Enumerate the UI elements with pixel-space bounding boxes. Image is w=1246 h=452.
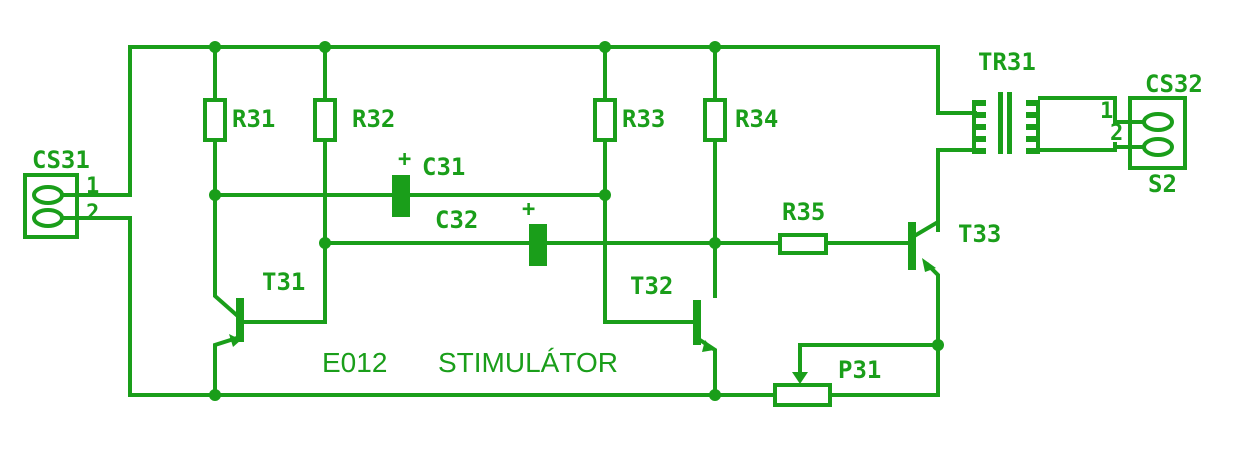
c31-label: C31 — [422, 153, 465, 181]
cs32-pin2: 2 — [1110, 121, 1123, 146]
resistor-r32: R32 — [313, 98, 395, 142]
circuit-title: E012 STIMULÁTOR — [322, 347, 618, 378]
c32-label: C32 — [435, 206, 478, 234]
cs32-sublabel: S2 — [1148, 170, 1177, 198]
r33-label: R33 — [622, 105, 665, 133]
cs31-pin1: 1 — [86, 174, 99, 199]
transistor-t32: T32 — [630, 272, 714, 352]
capacitor-c31: + C31 — [392, 147, 465, 217]
cs32-pin1: 1 — [1100, 99, 1113, 124]
r32-label: R32 — [352, 105, 395, 133]
title-code: E012 — [322, 347, 387, 378]
t31-label: T31 — [262, 268, 305, 296]
t32-label: T32 — [630, 272, 673, 300]
connector-cs31: CS31 1 2 — [23, 146, 102, 239]
potentiometer-p31: P31 — [773, 356, 881, 407]
resistor-r35: R35 — [778, 198, 828, 255]
transistor-t31: T31 — [229, 268, 305, 347]
title-name: STIMULÁTOR — [438, 347, 618, 378]
r34-label: R34 — [735, 105, 778, 133]
cs31-label: CS31 — [32, 146, 90, 174]
p31-label: P31 — [838, 356, 881, 384]
transistor-t33: T33 — [908, 213, 1001, 272]
t33-label: T33 — [958, 220, 1001, 248]
r31-label: R31 — [232, 105, 275, 133]
resistor-r33: R33 — [593, 98, 665, 142]
c31-polarity: + — [398, 147, 411, 172]
wires — [98, 45, 1117, 397]
junctions — [209, 41, 944, 401]
cs32-label: CS32 — [1145, 70, 1203, 98]
c32-polarity: + — [522, 197, 535, 222]
resistor-r34: R34 — [703, 98, 778, 142]
capacitor-c32: + C32 — [435, 197, 547, 266]
transformer-tr31: TR31 — [936, 48, 1040, 154]
tr31-label: TR31 — [978, 48, 1036, 76]
cs31-pin2: 2 — [86, 201, 99, 226]
r35-label: R35 — [782, 198, 825, 226]
connector-cs32: CS32 1 2 S2 — [1100, 70, 1203, 198]
resistor-r31: R31 — [203, 98, 275, 142]
